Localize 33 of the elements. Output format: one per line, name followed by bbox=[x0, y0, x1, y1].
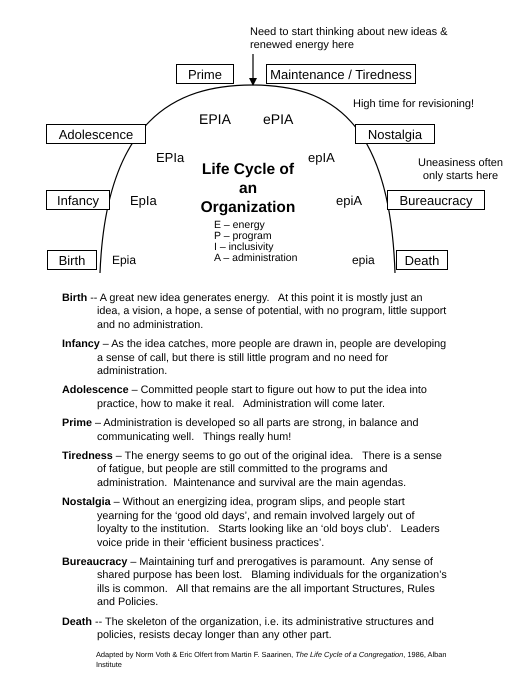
stage-box: Birth bbox=[47, 250, 97, 270]
arrow bbox=[249, 54, 257, 86]
description-paragraph: Infancy – As the idea catches, more people are drawn in, people are developing a sense of call, but there is still little program and no need for administration. bbox=[62, 338, 447, 378]
code-label: epia bbox=[352, 253, 375, 267]
code-label: epIA bbox=[308, 150, 335, 165]
note-text: High time for revisioning! bbox=[353, 98, 474, 110]
stage-box: Death bbox=[396, 250, 448, 270]
description-paragraph: Birth -- A great new idea generates energy. At this point it is mostly just an idea, a vision, a hope, a sense of potential, with no program, little support and no administration. bbox=[62, 292, 447, 332]
description-paragraph: Prime – Administration is developed so all parts are strong, in balance and communicating well. Things really hum! bbox=[62, 417, 420, 444]
diagram-title: Life Cycle of an Organization bbox=[200, 160, 296, 217]
code-label: EPIa bbox=[156, 150, 184, 165]
stage-box: Bureaucracy bbox=[387, 190, 485, 210]
description-paragraph: Bureaucracy – Maintaining turf and prerogatives is paramount. Any sense of shared purpose has been lost. Blaming individuals for the organization’s ills is common. All that remains are the all important Structures, Rules and Policies. bbox=[62, 556, 447, 610]
legend-text: A – administration bbox=[214, 252, 298, 264]
description-paragraph: Nostalgia – Without an energizing idea, program slips, and people start yearning for the ‘good old days’, and remain involved largely out of loyalty to the institution. Starts looking like an ‘old boys club’. Leaders voice pride in their ‘efficient business practices’. bbox=[62, 496, 441, 550]
note-text: Need to start thinking about new ideas & renewed energy here bbox=[250, 26, 450, 52]
code-label: Epia bbox=[112, 253, 136, 267]
description-paragraph: Tiredness – The energy seems to go out of the original idea. There is a sense of fatigue, but people are still committed to the programs and administration. Maintenance and survival are the main agendas. bbox=[62, 450, 443, 490]
stage-box: Maintenance / Tiredness bbox=[266, 64, 416, 84]
description-paragraph: Adolescence – Committed people start to figure out how to put the idea into practice, how to make it real. Administration will come later. bbox=[62, 384, 428, 412]
note-text: Uneasiness often only starts here bbox=[417, 157, 504, 183]
code-label: epiA bbox=[336, 193, 362, 208]
legend-text: E – energy bbox=[214, 219, 265, 231]
stage-box: Prime bbox=[176, 64, 234, 84]
stage-box: Nostalgia bbox=[355, 124, 435, 144]
code-label: EPIA bbox=[199, 111, 231, 127]
description-paragraph: Death -- The skeleton of the organization, i.e. its administrative structures and policies, resists decay longer than any other part. bbox=[62, 616, 435, 642]
stage-box: Infancy bbox=[46, 190, 110, 210]
stage-box: Adolescence bbox=[46, 124, 146, 144]
legend-text: I – inclusivity bbox=[214, 241, 274, 253]
code-label: ePIA bbox=[263, 111, 294, 127]
code-label: EpIa bbox=[130, 193, 157, 208]
legend-text: P – program bbox=[214, 230, 272, 242]
